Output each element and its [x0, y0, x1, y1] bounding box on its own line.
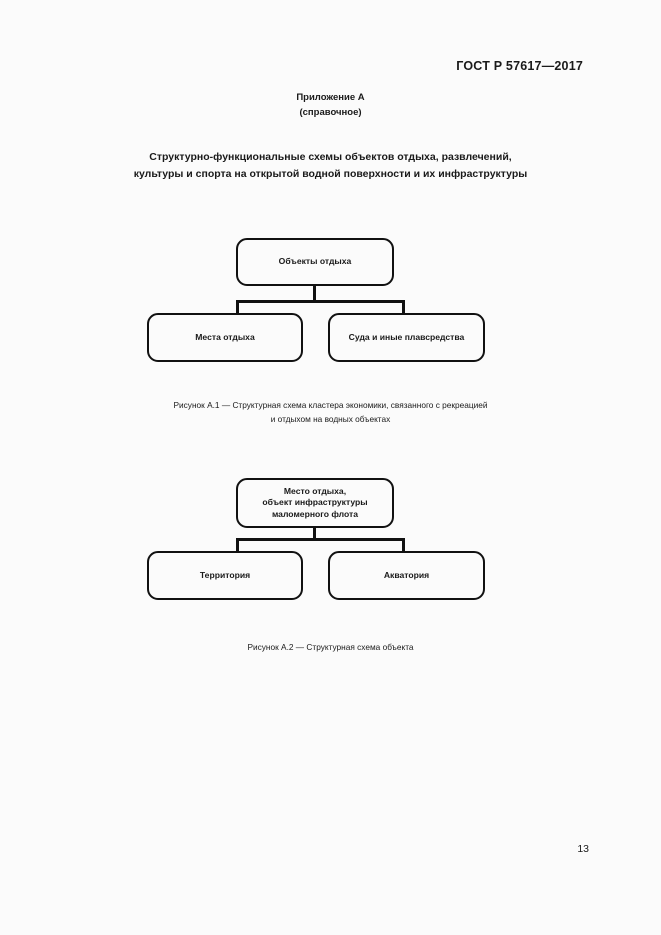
diagram-a1-left-node: Места отдыха: [147, 313, 303, 362]
diagram-a2-root-node: Место отдыха, объект инфраструктуры мало…: [236, 478, 394, 528]
connector-drop-left: [236, 538, 239, 553]
page-title: Структурно-функциональные схемы объектов…: [70, 149, 591, 183]
connector-stem: [313, 526, 316, 540]
figure-a2: Место отдыха, объект инфраструктуры мало…: [0, 476, 661, 652]
diagram-a1-root-node: Объекты отдыха: [236, 238, 394, 286]
figure-a1-caption-line-1: Рисунок А.1 — Структурная схема кластера…: [173, 400, 488, 410]
page-number: 13: [577, 843, 589, 855]
appendix-heading: Приложение А (справочное): [0, 90, 661, 120]
connector-bar: [236, 300, 405, 303]
connector-drop-left: [236, 300, 239, 315]
diagram-a1: Объекты отдыха Места отдыха Суда и иные …: [0, 238, 661, 366]
figure-a1: Объекты отдыха Места отдыха Суда и иные …: [0, 238, 661, 424]
figure-a2-caption: Рисунок А.2 — Структурная схема объекта: [70, 640, 591, 654]
diagram-a2-left-node: Территория: [147, 551, 303, 600]
page-title-line-1: Структурно-функциональные схемы объектов…: [149, 151, 512, 163]
connector-bar: [236, 538, 405, 541]
page-title-line-2: культуры и спорта на открытой водной пов…: [133, 168, 528, 180]
standard-header: ГОСТ Р 57617—2017: [456, 59, 583, 73]
diagram-a1-right-node: Суда и иные плавсредства: [328, 313, 485, 362]
appendix-kind: (справочное): [299, 107, 362, 118]
figure-a1-caption: Рисунок А.1 — Структурная схема кластера…: [70, 398, 591, 426]
figure-a2-caption-line-1: Рисунок А.2 — Структурная схема объекта: [247, 642, 414, 652]
connector-stem: [313, 284, 316, 302]
connector-drop-right: [402, 538, 405, 553]
connector-drop-right: [402, 300, 405, 315]
appendix-label: Приложение А: [296, 92, 365, 103]
diagram-a2-right-node: Акватория: [328, 551, 485, 600]
diagram-a2: Место отдыха, объект инфраструктуры мало…: [0, 476, 661, 604]
figure-a1-caption-line-2: и отдыхом на водных объектах: [270, 414, 391, 424]
